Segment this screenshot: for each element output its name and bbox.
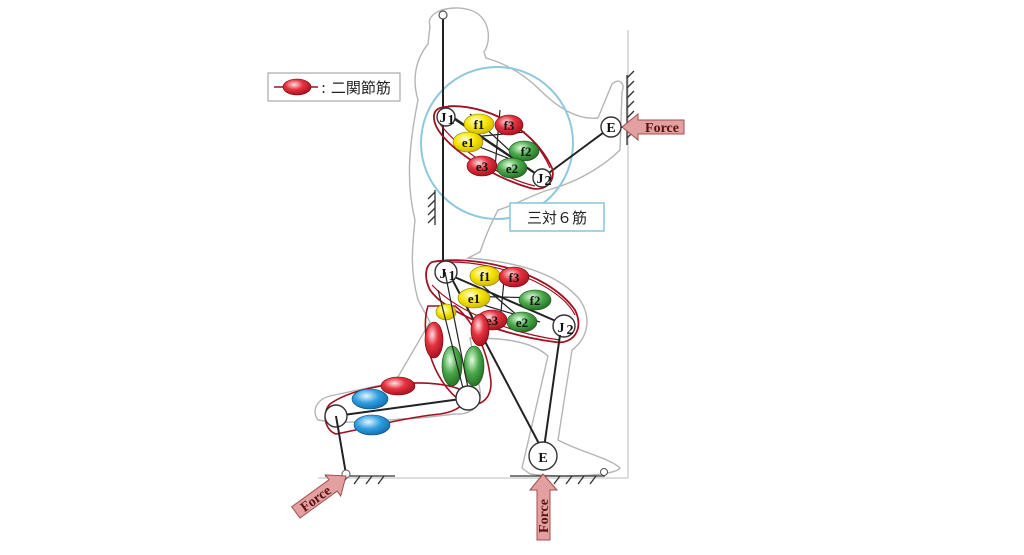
svg-text:J: J [440, 111, 447, 126]
svg-text:E: E [538, 451, 547, 466]
legend: : 二関節筋 [267, 72, 401, 102]
arm-joint-j2: J 2 [532, 168, 552, 189]
legend-muscle-swatch [282, 78, 312, 96]
svg-text:Force: Force [537, 499, 552, 533]
body-silhouette [314, 7, 624, 477]
arm-end-effector: E [600, 116, 622, 138]
svg-text:J: J [537, 172, 544, 187]
svg-text:Force: Force [645, 121, 679, 136]
svg-text:J: J [440, 267, 447, 282]
front-foot-end-effector: E [528, 441, 558, 471]
force-arrow-front-foot: Force [528, 473, 559, 541]
callout-text: 三対６筋 [527, 209, 587, 227]
back-shin-red-muscle [380, 376, 416, 396]
svg-text:1: 1 [449, 269, 456, 284]
front-shin-link [542, 334, 561, 456]
leg-label-e3: e3 [486, 313, 499, 328]
arm-label-e3: e3 [476, 159, 489, 174]
arm-label-e1: e1 [462, 135, 474, 150]
leg-muscle-e2 [506, 311, 538, 333]
callout-box: 三対６筋 [509, 202, 605, 232]
legend-text: : 二関節筋 [321, 79, 391, 97]
leg-muscle-e1 [457, 287, 491, 309]
arm-joint-j1: J 1 [436, 107, 456, 128]
back-thigh-green-muscle-1 [441, 345, 463, 387]
arm-label-f1: f1 [474, 117, 485, 132]
back-thigh-red-muscle-2 [470, 313, 490, 347]
arm-muscle-f3 [494, 114, 524, 136]
svg-text:E: E [606, 121, 615, 136]
callout-circle [420, 66, 574, 220]
leg-muscle-f3 [498, 266, 530, 288]
leg-joint-j2: J 2 [552, 314, 576, 338]
arm-label-f2: f2 [521, 144, 532, 159]
leg-label-e1: e1 [468, 291, 480, 306]
leg-label-e2: e2 [516, 315, 528, 330]
force-arrow-hand: Force [621, 112, 685, 142]
force-arrow-back-foot: Force [291, 474, 347, 519]
leg-label-f1: f1 [480, 269, 491, 284]
leg-muscle-f2 [518, 289, 552, 311]
arm-label-f3: f3 [504, 118, 515, 133]
arm-label-e2: e2 [506, 161, 518, 176]
leg-joint-j1: J 1 [434, 260, 458, 284]
leg-label-f2: f2 [530, 293, 541, 308]
back-thigh-red-muscle-1 [424, 321, 444, 359]
front-toe-joint [600, 468, 608, 476]
svg-text:2: 2 [545, 174, 552, 189]
back-thigh-lines [437, 271, 471, 401]
back-knee-joint [455, 385, 481, 411]
svg-text:J: J [558, 321, 565, 336]
head-joint [438, 10, 448, 20]
back-shin-link [335, 397, 469, 417]
svg-text:2: 2 [567, 323, 574, 338]
back-foot-link [335, 415, 347, 475]
svg-text:Force: Force [298, 484, 334, 516]
arm-muscle-f2 [508, 140, 540, 162]
arm-muscle-e1 [452, 131, 484, 153]
back-shin-blue-muscle-2 [353, 414, 391, 436]
arm-muscle-e2 [496, 157, 528, 179]
arm-muscle-f1 [463, 113, 495, 135]
leg-label-f3: f3 [509, 270, 520, 285]
svg-text:1: 1 [448, 113, 455, 128]
back-shin-blue-muscle-1 [351, 388, 389, 410]
hatch-grounds [325, 70, 635, 485]
